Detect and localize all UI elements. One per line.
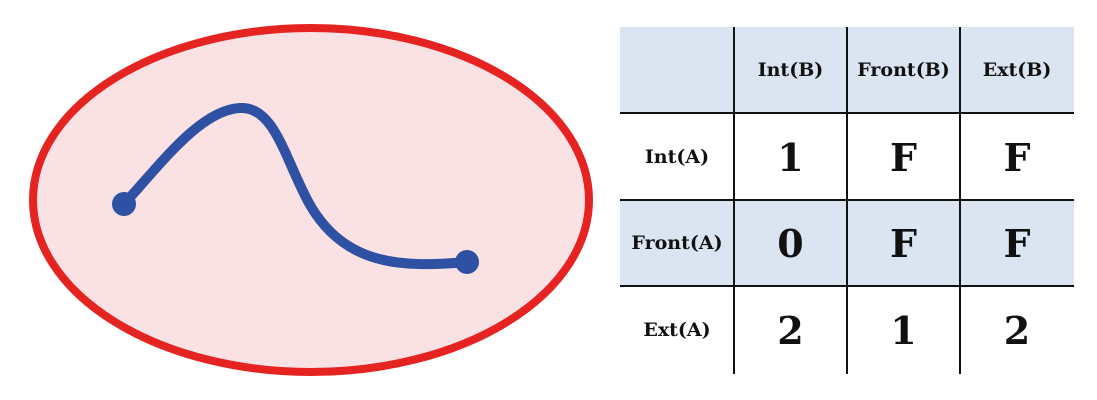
column-divider	[733, 27, 735, 374]
matrix-cell: F	[890, 134, 917, 180]
column-header: Int(B)	[757, 59, 824, 81]
matrix-row: Ext(A) 2 1 2	[620, 287, 1074, 373]
row-header: Int(A)	[644, 146, 710, 168]
row-header: Ext(A)	[643, 319, 711, 341]
row-header: Front(A)	[631, 232, 723, 254]
matrix-cell: F	[1003, 134, 1031, 180]
column-divider	[959, 27, 961, 374]
matrix-cell: F	[890, 220, 917, 266]
column-header: Front(B)	[857, 59, 950, 81]
column-header: Ext(B)	[982, 59, 1052, 81]
column-divider	[846, 27, 848, 374]
matrix-cell: F	[1003, 220, 1031, 266]
corner-cell	[620, 27, 734, 113]
matrix-cell: 2	[777, 307, 804, 353]
line-geometry	[119, 103, 472, 270]
line-start-point	[112, 192, 136, 216]
geometry-figure	[29, 24, 593, 376]
matrix-row: Int(A) 1 F F	[620, 114, 1074, 200]
matrix-cell: 0	[777, 220, 804, 266]
matrix-cell: 2	[1003, 307, 1031, 353]
intersection-matrix: Int(B) Front(B) Ext(B) Int(A) 1 F F Fron…	[620, 27, 1074, 374]
matrix-cell: 1	[777, 134, 804, 180]
matrix-cell: 1	[890, 307, 917, 353]
line-end-point	[455, 250, 479, 274]
